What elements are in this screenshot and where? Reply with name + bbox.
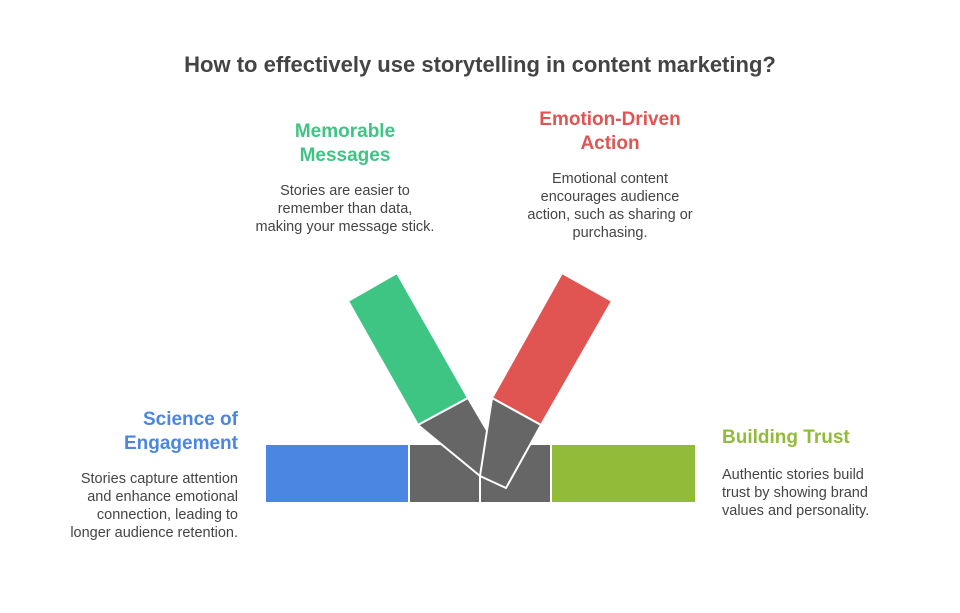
description-line: action, such as sharing or (527, 207, 693, 223)
heading-line: Emotion-Driven (539, 109, 681, 130)
heading-line: Messages (299, 145, 391, 166)
right-diagonal-connector (478, 396, 543, 490)
heading-line: Memorable (294, 121, 396, 142)
description-line: encourages audience (540, 189, 680, 205)
memorable-messages-block: Memorable Messages Stories are easier to… (230, 120, 460, 236)
science-of-engagement-heading: Science of Engagement (38, 408, 238, 456)
description-line: trust by showing brand (722, 485, 868, 501)
memorable-messages-bar (346, 271, 470, 427)
emotion-driven-action-bar (490, 271, 614, 427)
building-trust-block: Building Trust Authentic stories build t… (722, 426, 922, 520)
description-line: longer audience retention. (70, 525, 238, 541)
description-line: Emotional content (551, 171, 669, 187)
description-line: remember than data, (277, 201, 413, 217)
building-trust-bar (550, 443, 697, 504)
science-of-engagement-block: Science of Engagement Stories capture at… (38, 408, 238, 542)
heading-line: Science of (142, 409, 238, 430)
description-line: connection, leading to (96, 507, 238, 523)
science-of-engagement-description: Stories capture attention and enhance em… (38, 470, 238, 542)
memorable-messages-heading: Memorable Messages (230, 120, 460, 168)
description-line: Stories are easier to (280, 183, 410, 199)
description-line: and enhance emotional (87, 489, 238, 505)
description-line: making your message stick. (255, 219, 435, 235)
heading-line: Engagement (123, 433, 238, 454)
building-trust-heading: Building Trust (722, 426, 922, 450)
emotion-driven-action-description: Emotional content encourages audience ac… (500, 170, 720, 242)
description-line: values and personality. (722, 503, 870, 519)
heading-line: Building Trust (722, 427, 850, 448)
emotion-driven-action-heading: Emotion-Driven Action (500, 108, 720, 156)
description-line: Stories capture attention (80, 471, 238, 487)
page-title: How to effectively use storytelling in c… (184, 52, 776, 77)
emotion-driven-action-block: Emotion-Driven Action Emotional content … (500, 108, 720, 242)
heading-line: Action (580, 133, 640, 154)
description-line: Authentic stories build (722, 467, 864, 483)
description-line: purchasing. (572, 225, 648, 241)
building-trust-description: Authentic stories build trust by showing… (722, 466, 922, 520)
memorable-messages-description: Stories are easier to remember than data… (230, 182, 460, 236)
science-of-engagement-bar (264, 443, 410, 504)
